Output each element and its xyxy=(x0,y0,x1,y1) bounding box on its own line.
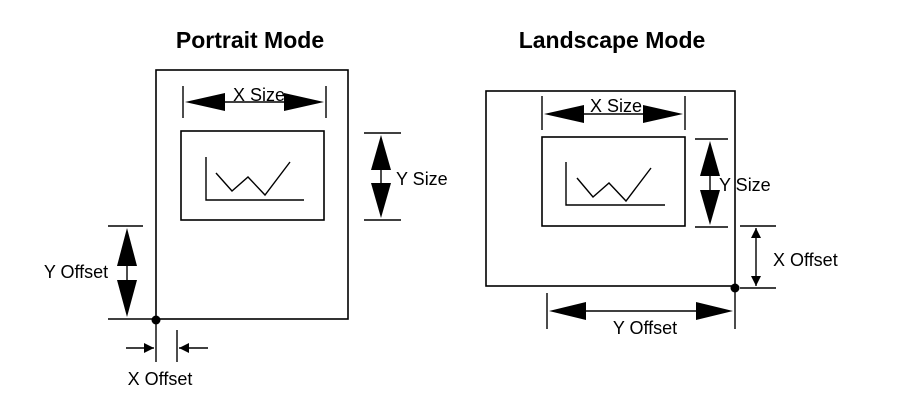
portrait-y-size-label: Y Size xyxy=(396,169,448,189)
portrait-page xyxy=(155,69,349,320)
landscape-x-offset-dimension xyxy=(740,225,776,289)
landscape-image-area xyxy=(541,136,686,227)
portrait-x-offset-label: X Offset xyxy=(128,369,193,389)
portrait-chart-axes xyxy=(205,157,304,201)
portrait-y-offset-label: Y Offset xyxy=(44,262,108,282)
landscape-y-offset-label: Y Offset xyxy=(613,318,677,338)
landscape-y-offset-dimension xyxy=(546,289,736,329)
landscape-diagram: Landscape Mode X Size Y Size xyxy=(485,27,838,338)
portrait-x-size-label: X Size xyxy=(233,85,285,105)
landscape-chart-line xyxy=(576,167,652,203)
landscape-y-size-label: Y Size xyxy=(719,175,771,195)
portrait-x-size-dimension xyxy=(182,86,327,118)
landscape-x-size-label: X Size xyxy=(590,96,642,116)
portrait-y-offset-dimension xyxy=(108,225,156,320)
landscape-x-size-dimension xyxy=(541,96,686,130)
portrait-image-area xyxy=(180,130,325,221)
portrait-y-size-dimension xyxy=(364,132,401,221)
landscape-origin-dot xyxy=(730,283,740,293)
landscape-y-size-dimension xyxy=(695,138,728,228)
landscape-x-offset-label: X Offset xyxy=(773,250,838,270)
landscape-title: Landscape Mode xyxy=(519,27,706,53)
portrait-origin-dot xyxy=(151,315,161,325)
portrait-title: Portrait Mode xyxy=(176,27,324,53)
portrait-diagram: Portrait Mode X Size Y Size xyxy=(44,27,448,389)
portrait-x-offset-dimension xyxy=(126,322,208,362)
portrait-chart-line xyxy=(215,161,291,197)
landscape-chart-axes xyxy=(565,162,665,206)
landscape-page xyxy=(485,90,736,287)
